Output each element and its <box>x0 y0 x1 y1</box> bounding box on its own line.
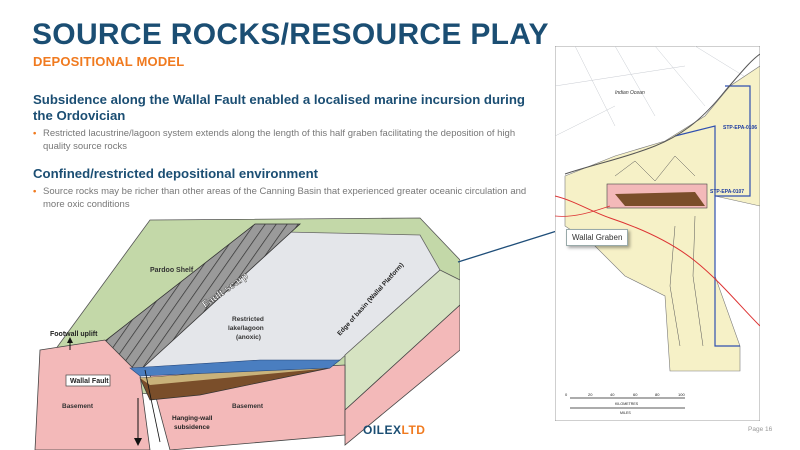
label-footwall-uplift: Footwall uplift <box>50 331 98 338</box>
scale-tick-60: 60 <box>633 392 638 397</box>
scale-tick-100: 100 <box>678 392 685 397</box>
scale-label-km: KILOMETRES <box>615 402 639 406</box>
bullet-dot: • <box>33 186 37 197</box>
label-pardoo-shelf: Pardoo Shelf <box>150 267 194 274</box>
heading-subsidence: Subsidence along the Wallal Fault enable… <box>33 92 525 123</box>
logo-main: OILEX <box>363 423 402 437</box>
depositional-model-diagram: Pardoo Shelf Fault scarp Edge of basin (… <box>34 217 460 450</box>
label-permit-0106: STP-EPA-0106 <box>723 125 757 131</box>
bullet-restricted-system: • Restricted lacustrine/lagoon system ex… <box>33 128 543 153</box>
label-wallal-fault: Wallal Fault <box>70 378 109 385</box>
scale-label-miles: MILES <box>620 411 631 415</box>
label-lake-lagoon: lake/lagoon <box>228 325 264 332</box>
page-subtitle: DEPOSITIONAL MODEL <box>33 54 185 69</box>
bullet-source-rocks: • Source rocks may be richer than other … <box>33 186 543 211</box>
label-indian-ocean: Indian Ocean <box>615 90 645 96</box>
logo-suffix: LTD <box>401 423 426 437</box>
label-basement-left: Basement <box>62 403 94 410</box>
label-basement-right: Basement <box>232 403 264 410</box>
heading-confined: Confined/restricted depositional environ… <box>33 166 319 181</box>
page-number: Page 16 <box>748 426 773 433</box>
bullet-text: Source rocks may be richer than other ar… <box>43 186 527 210</box>
scale-tick-80: 80 <box>655 392 660 397</box>
wallal-graben-callout: Wallal Graben <box>566 229 629 246</box>
scale-tick-20: 20 <box>588 392 593 397</box>
bullet-text: Restricted lacustrine/lagoon system exte… <box>43 128 516 152</box>
oilex-logo: OILEXLTD <box>363 423 425 437</box>
label-subsidence: subsidence <box>174 424 210 431</box>
label-permit-0107: STP-EPA-0107 <box>710 189 744 195</box>
page-title: SOURCE ROCKS/RESOURCE PLAY <box>32 18 549 51</box>
map-scale-bar: 0 20 40 60 80 100 KILOMETRES MILES <box>565 392 685 415</box>
label-hanging-wall: Hanging-wall <box>172 415 213 422</box>
scale-tick-40: 40 <box>610 392 615 397</box>
label-restricted: Restricted <box>232 316 264 323</box>
bullet-dot: • <box>33 128 37 139</box>
scale-tick-0: 0 <box>565 392 568 397</box>
label-anoxic: (anoxic) <box>236 334 261 341</box>
